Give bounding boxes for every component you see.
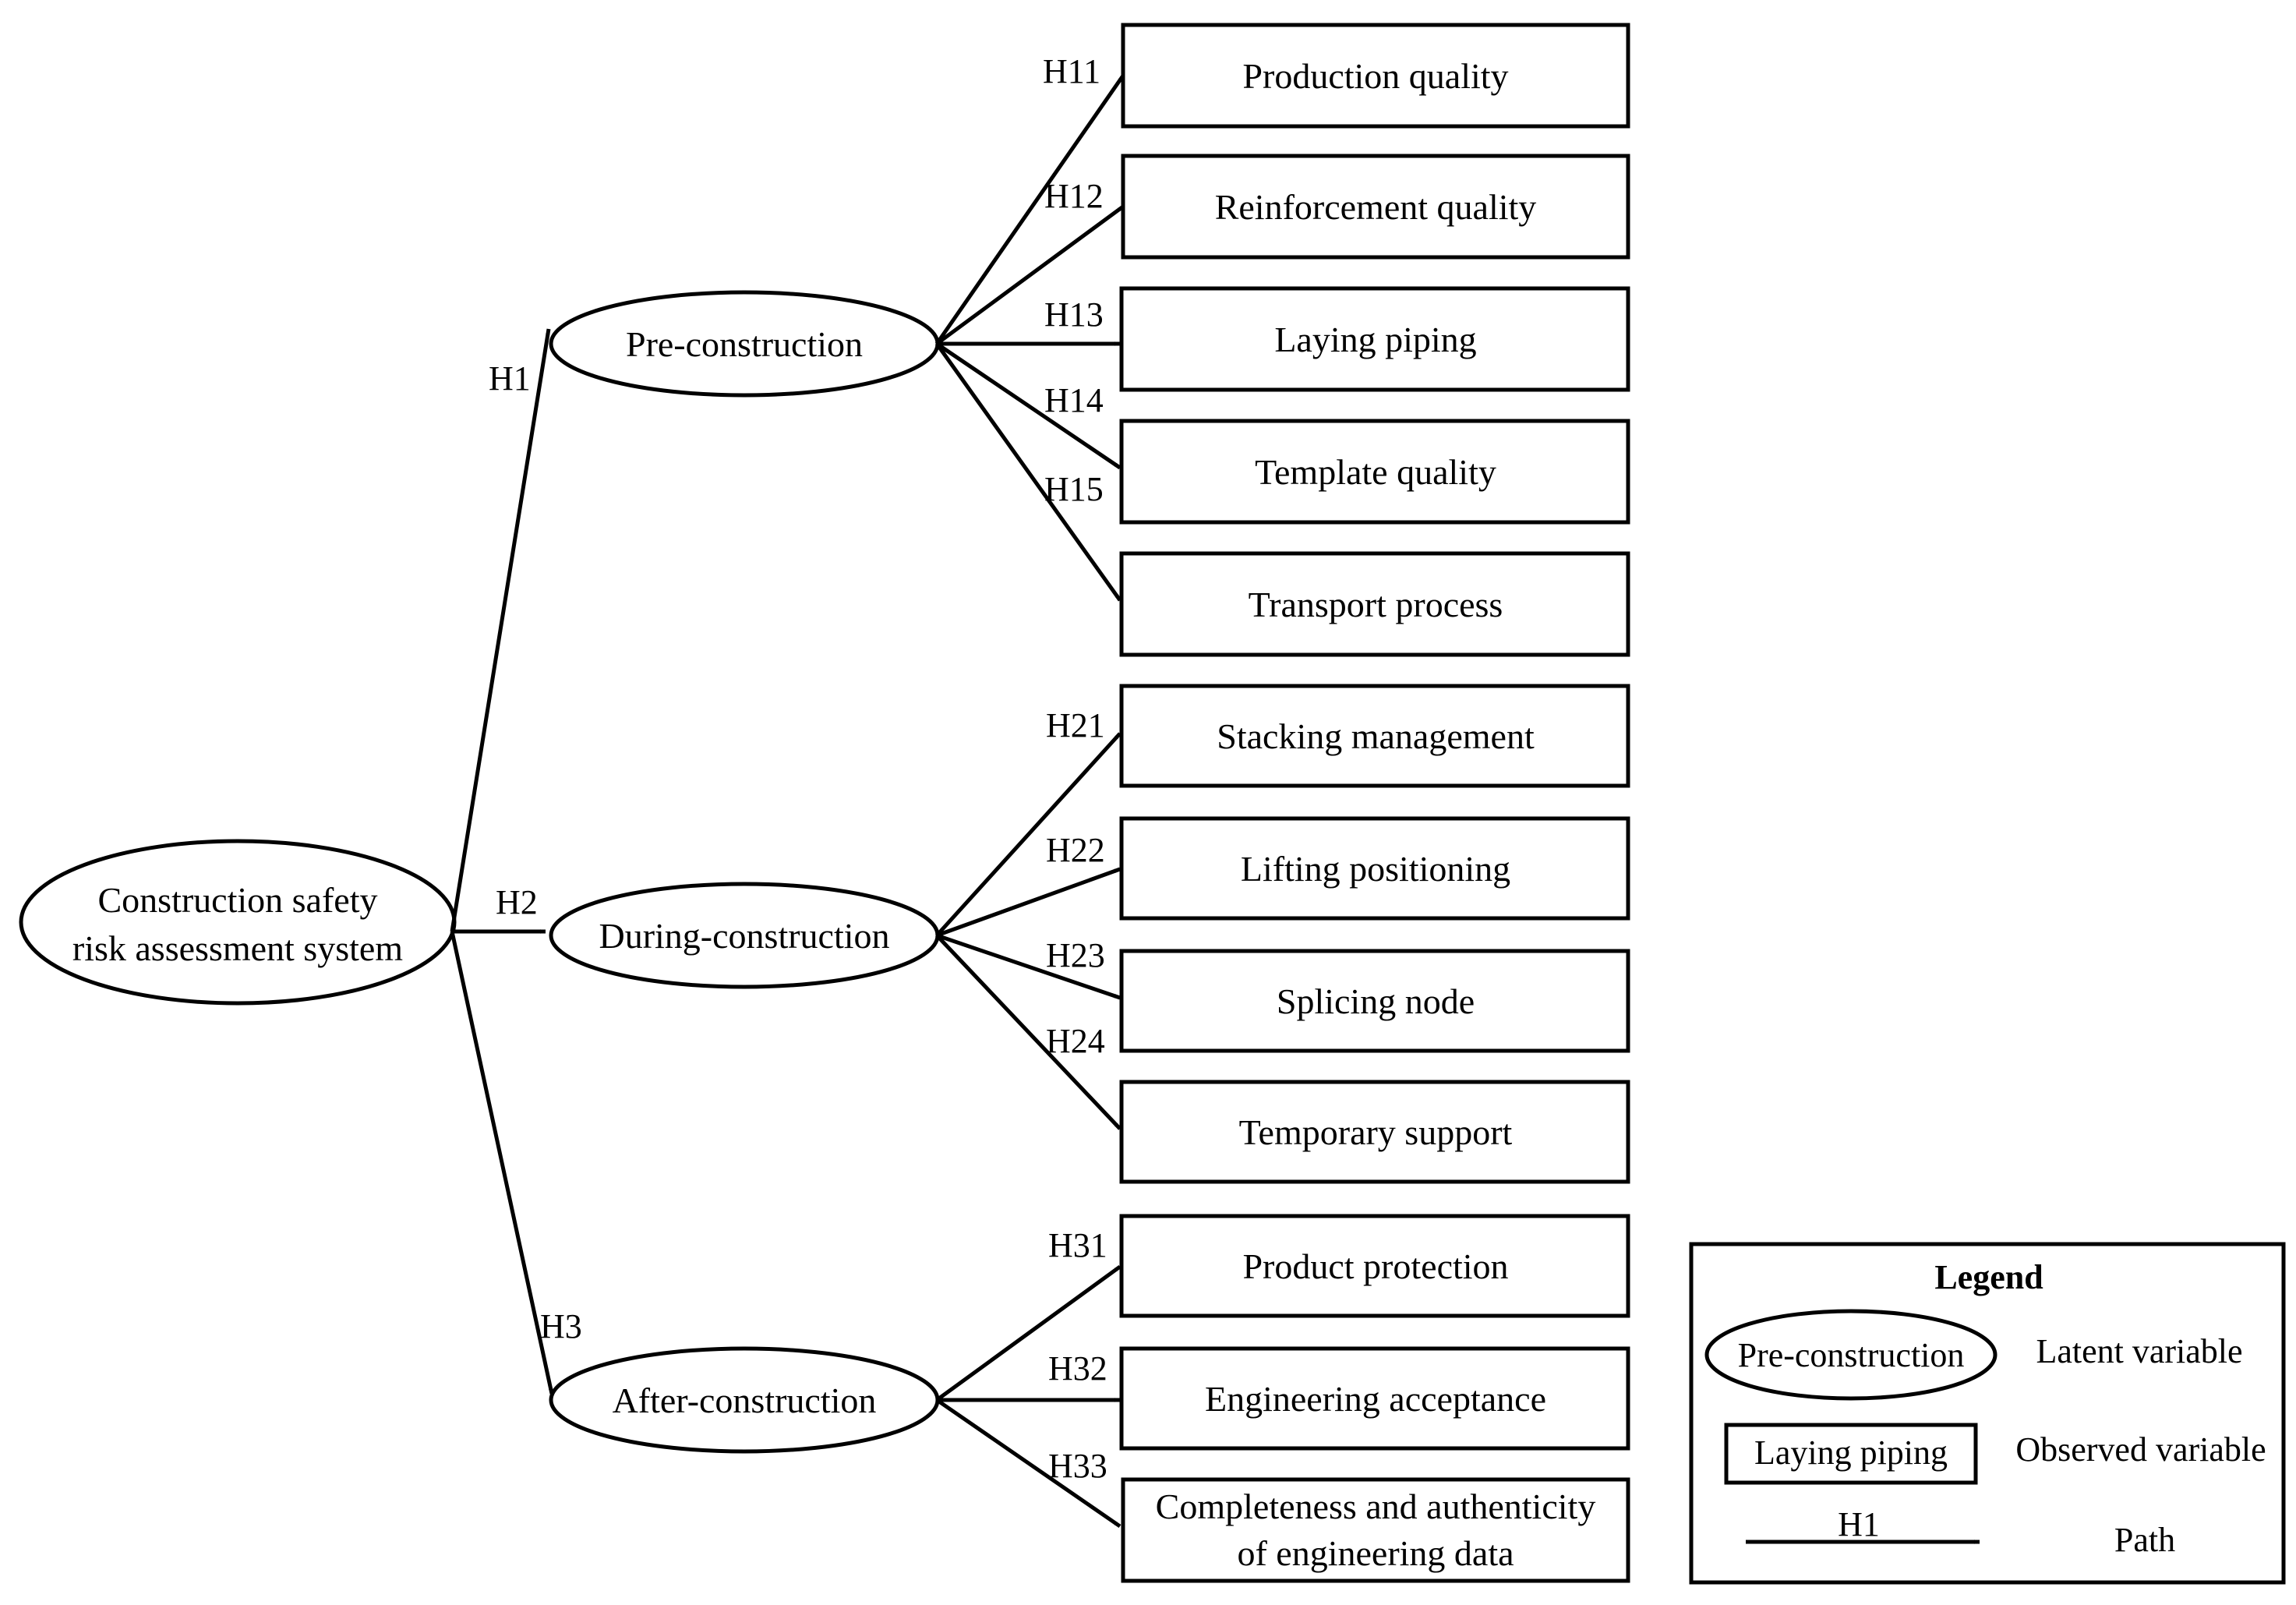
path-h21-arrow xyxy=(935,732,1122,937)
observed-label: Production quality xyxy=(1242,56,1508,96)
observed-label: Template quality xyxy=(1255,452,1496,492)
latent-label: During-construction xyxy=(599,916,889,956)
legend-path-desc: Path xyxy=(2114,1521,2175,1559)
path-h24-arrow xyxy=(935,934,1122,1130)
observed-label-line-1: Completeness and authenticity xyxy=(1156,1487,1596,1526)
observed-box xyxy=(1119,419,1630,525)
path-h33-label: H33 xyxy=(1048,1447,1107,1485)
legend-observed-desc: Observed variable xyxy=(2015,1430,2266,1469)
path-h22-label: H22 xyxy=(1046,831,1105,869)
path-h11-label: H11 xyxy=(1043,52,1100,90)
legend-latent-desc: Latent variable xyxy=(2036,1332,2242,1370)
legend-path-sample: H1 xyxy=(1838,1505,1880,1543)
observed-label: Temporary support xyxy=(1239,1112,1513,1152)
legend: Legend Pre-construction Latent variable … xyxy=(1689,1242,2286,1585)
path-h15-arrow xyxy=(934,342,1122,602)
observed-lifting-positioning: Lifting positioning xyxy=(1119,816,1630,921)
observed-label: Laying piping xyxy=(1274,320,1476,359)
observed-box xyxy=(1121,1477,1630,1583)
observed-box xyxy=(1119,684,1630,788)
path-h23-label: H23 xyxy=(1046,936,1105,974)
observed-box xyxy=(1119,286,1630,392)
legend-latent-sample-ellipse xyxy=(1704,1309,1998,1401)
observed-box xyxy=(1121,154,1630,260)
path-h31-label: H31 xyxy=(1048,1226,1107,1264)
observed-product-protection: Product protection xyxy=(1119,1214,1630,1318)
path-h33-arrow xyxy=(935,1398,1122,1529)
observed-engineering-acceptance: Engineering acceptance xyxy=(1119,1346,1630,1451)
path-h2-label: H2 xyxy=(496,883,538,921)
observed-box xyxy=(1119,1346,1630,1451)
root-label-line-2: risk assessment system xyxy=(72,928,403,968)
observed-production-quality: Production quality xyxy=(1121,23,1630,129)
observed-stacking-management: Stacking management xyxy=(1119,684,1630,788)
path-h1-label: H1 xyxy=(489,359,531,398)
latent-label: After-construction xyxy=(613,1381,877,1420)
root-node: Construction safety risk assessment syst… xyxy=(19,839,457,1006)
observed-box xyxy=(1119,1080,1630,1184)
path-h21-label: H21 xyxy=(1046,706,1105,744)
observed-template-quality: Template quality xyxy=(1119,419,1630,525)
observed-label: Product protection xyxy=(1242,1246,1508,1286)
path-h23-arrow xyxy=(936,933,1121,1000)
observed-laying-piping: Laying piping xyxy=(1119,286,1630,392)
path-h11-arrow xyxy=(934,74,1125,345)
legend-latent-sample: Pre-construction xyxy=(1738,1336,1965,1374)
observed-label: Stacking management xyxy=(1217,716,1535,756)
path-h1-arrow xyxy=(450,328,551,932)
observed-label: Splicing node xyxy=(1277,981,1475,1021)
path-h32-label: H32 xyxy=(1048,1349,1107,1388)
root-ellipse xyxy=(19,839,457,1006)
path-h15-label: H15 xyxy=(1044,470,1104,508)
observed-label: Transport process xyxy=(1249,585,1503,624)
observed-transport-process: Transport process xyxy=(1119,551,1630,657)
root-paths: H1 H2 H3 xyxy=(450,328,582,1395)
observed-label: Engineering acceptance xyxy=(1205,1379,1546,1419)
path-h14-label: H14 xyxy=(1044,381,1104,419)
path-h3-label: H3 xyxy=(540,1307,582,1345)
root-label-line-1: Construction safety xyxy=(98,880,378,920)
path-h31-arrow xyxy=(935,1264,1122,1402)
latent-pre-construction: Pre-construction xyxy=(549,290,940,398)
path-h13-label: H13 xyxy=(1044,295,1104,334)
legend-title: Legend xyxy=(1934,1258,2043,1296)
observed-box xyxy=(1119,1214,1630,1318)
observed-paths: H11 H12 H13 H14 H15 H21 H22 H23 H24 H31 … xyxy=(934,52,1125,1529)
observed-label: Lifting positioning xyxy=(1241,849,1510,889)
path-h24-label: H24 xyxy=(1046,1022,1105,1060)
latent-during-construction: During-construction xyxy=(549,882,940,989)
path-h12-label: H12 xyxy=(1044,177,1104,215)
legend-observed-sample-box xyxy=(1724,1423,1978,1485)
path-h12-arrow xyxy=(935,204,1125,346)
observed-box xyxy=(1119,816,1630,921)
observed-label: Reinforcement quality xyxy=(1215,187,1537,227)
observed-reinforcement-quality: Reinforcement quality xyxy=(1121,154,1630,260)
observed-label-line-2: of engineering data xyxy=(1237,1533,1514,1573)
latent-label: Pre-construction xyxy=(626,324,863,364)
observed-box xyxy=(1121,23,1630,129)
observed-box xyxy=(1119,551,1630,657)
observed-temporary-support: Temporary support xyxy=(1119,1080,1630,1184)
legend-box xyxy=(1689,1242,2286,1585)
latent-after-construction: After-construction xyxy=(549,1346,940,1454)
path-h14-arrow xyxy=(935,341,1122,470)
path-h3-arrow xyxy=(450,931,554,1395)
legend-observed-sample: Laying piping xyxy=(1754,1434,1948,1472)
observed-engineering-data: Completeness and authenticity of enginee… xyxy=(1121,1477,1630,1583)
path-h22-arrow xyxy=(936,867,1121,938)
observed-box xyxy=(1119,949,1630,1053)
observed-splicing-node: Splicing node xyxy=(1119,949,1630,1053)
